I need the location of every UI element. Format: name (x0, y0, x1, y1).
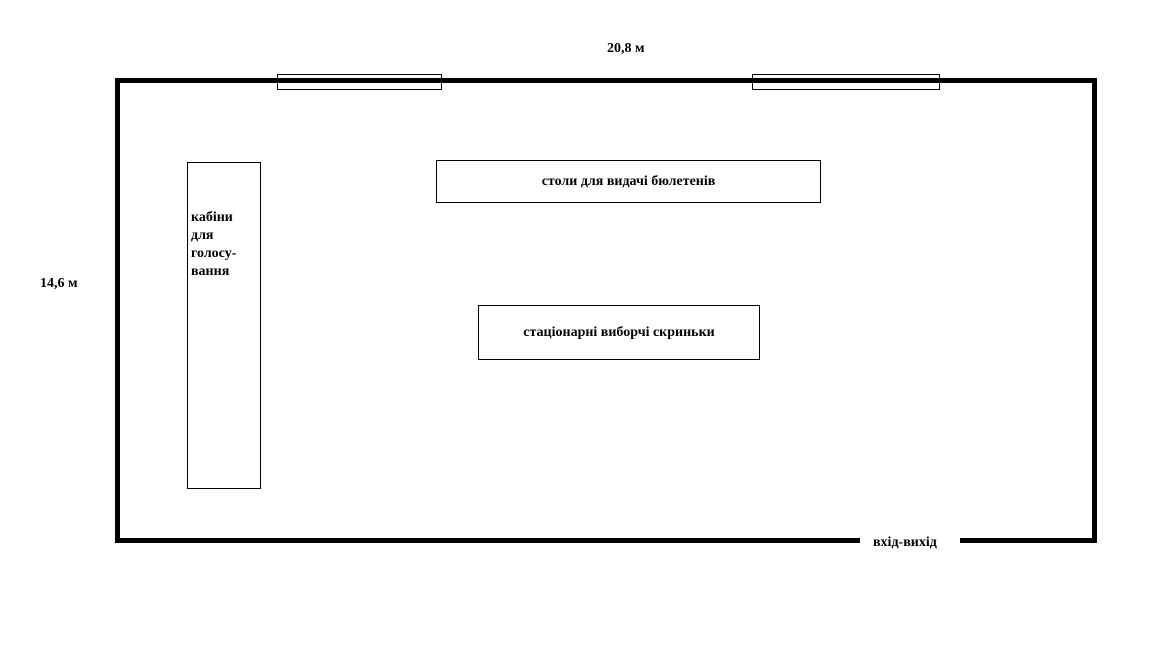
ballot-boxes-label: стаціонарні виборчі скриньки (523, 324, 715, 340)
booths-line-2: для (191, 228, 214, 243)
entrance-label: вхід-вихід (873, 535, 937, 550)
ballot-boxes: стаціонарні виборчі скриньки (478, 305, 760, 360)
booths-line-3: голосу- (191, 246, 237, 261)
wall-left (115, 78, 120, 543)
wall-bottom-right (960, 538, 1097, 543)
booths-line-1: кабіни (191, 210, 233, 225)
voting-booths: кабіни для голосу- вання (187, 162, 261, 489)
ballot-tables: столи для видачі бюлетенів (436, 160, 821, 203)
wall-right (1092, 78, 1097, 543)
window-2 (752, 74, 940, 90)
height-dimension: 14,6 м (40, 276, 78, 291)
booths-line-4: вання (191, 264, 230, 279)
width-dimension: 20,8 м (607, 41, 645, 56)
ballot-tables-label: столи для видачі бюлетенів (541, 173, 716, 189)
window-1 (277, 74, 442, 90)
wall-bottom-left (115, 538, 860, 543)
wall-top (115, 78, 1097, 83)
